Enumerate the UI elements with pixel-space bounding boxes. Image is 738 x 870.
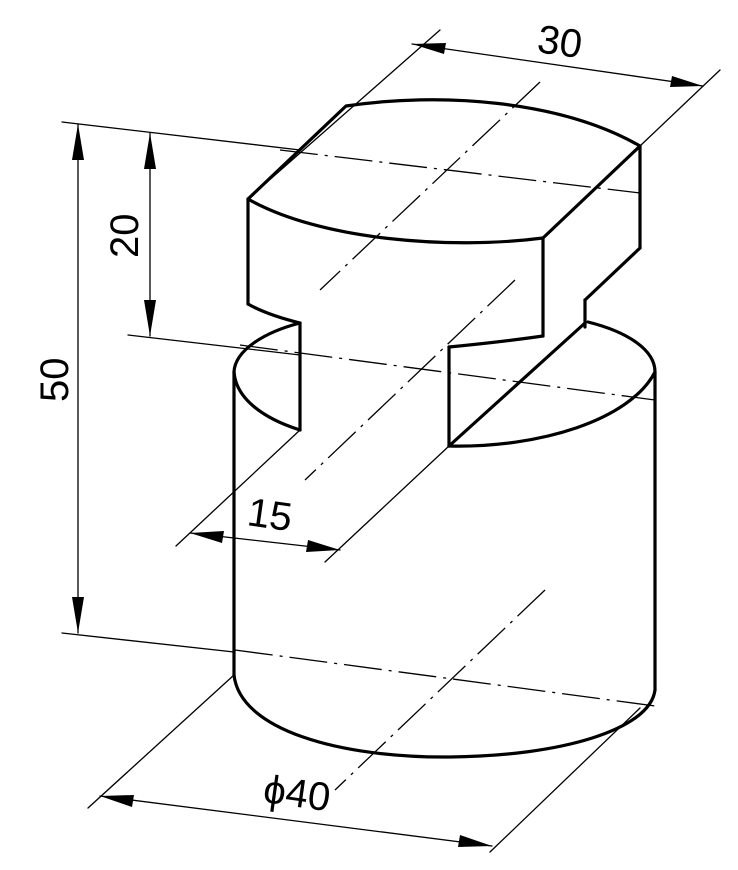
dim-50-label: 50 <box>33 358 77 403</box>
dim-top-extension <box>61 121 301 151</box>
dim-40-label: ϕ40 <box>261 767 333 820</box>
dim-30-arrow-right <box>670 76 703 87</box>
cylinder-bottom-arc <box>232 673 657 759</box>
dim-20-bottom-extension <box>127 334 301 356</box>
mid-diagonal-centerline <box>304 279 516 481</box>
dim-30-label: 30 <box>535 17 585 67</box>
top-horizontal-centerline <box>279 149 641 194</box>
dim-30-extension-left <box>249 29 441 198</box>
dim-50-bottom-extension <box>61 632 235 653</box>
dim-50-arrow-bottom <box>72 597 84 633</box>
bottom-horizontal-centerline <box>234 649 656 707</box>
dim-40-extension-right <box>489 707 641 853</box>
top-cap-left-bottom-curve <box>246 302 302 325</box>
dim-30-extension-right <box>639 69 721 147</box>
dim-15-extension-right <box>324 445 450 563</box>
dim-20-arrow-top <box>144 133 156 169</box>
cylinder-top-left-front-arc <box>232 370 302 432</box>
dim-30-line <box>411 43 704 87</box>
dim-40-extension-left <box>87 674 235 809</box>
dim-15-arrow-left <box>190 531 224 543</box>
dim-50-arrow-top <box>72 124 84 160</box>
center-lines <box>234 81 656 791</box>
dim-15-arrow-right <box>306 540 340 552</box>
dim-40-line <box>99 795 493 847</box>
top-cap-face <box>246 98 642 245</box>
dim-40-arrow-left <box>100 795 134 807</box>
dimension-labels: 30 20 50 15 ϕ40 <box>33 17 585 820</box>
dim-15-label: 15 <box>245 490 295 540</box>
dim-30-arrow-left <box>412 43 446 54</box>
dimension-lines <box>61 29 721 853</box>
mid-horizontal-centerline <box>239 344 656 401</box>
dim-15-extension-left <box>175 429 301 547</box>
slot-right-top-curve <box>447 334 545 349</box>
dim-20-label: 20 <box>103 214 147 259</box>
object-outline <box>232 98 657 759</box>
cylinder-top-right-front-arc <box>447 320 657 448</box>
cylinder-top-back-arc <box>232 321 302 374</box>
slot-diagonal-edge <box>447 321 587 448</box>
top-diagonal-centerline <box>319 81 541 291</box>
top-cap-right-bottom-edge <box>583 246 642 302</box>
dim-40-arrow-right <box>458 835 492 847</box>
dim-20-arrow-bottom <box>144 300 156 336</box>
bottom-diagonal-centerline <box>334 589 546 791</box>
